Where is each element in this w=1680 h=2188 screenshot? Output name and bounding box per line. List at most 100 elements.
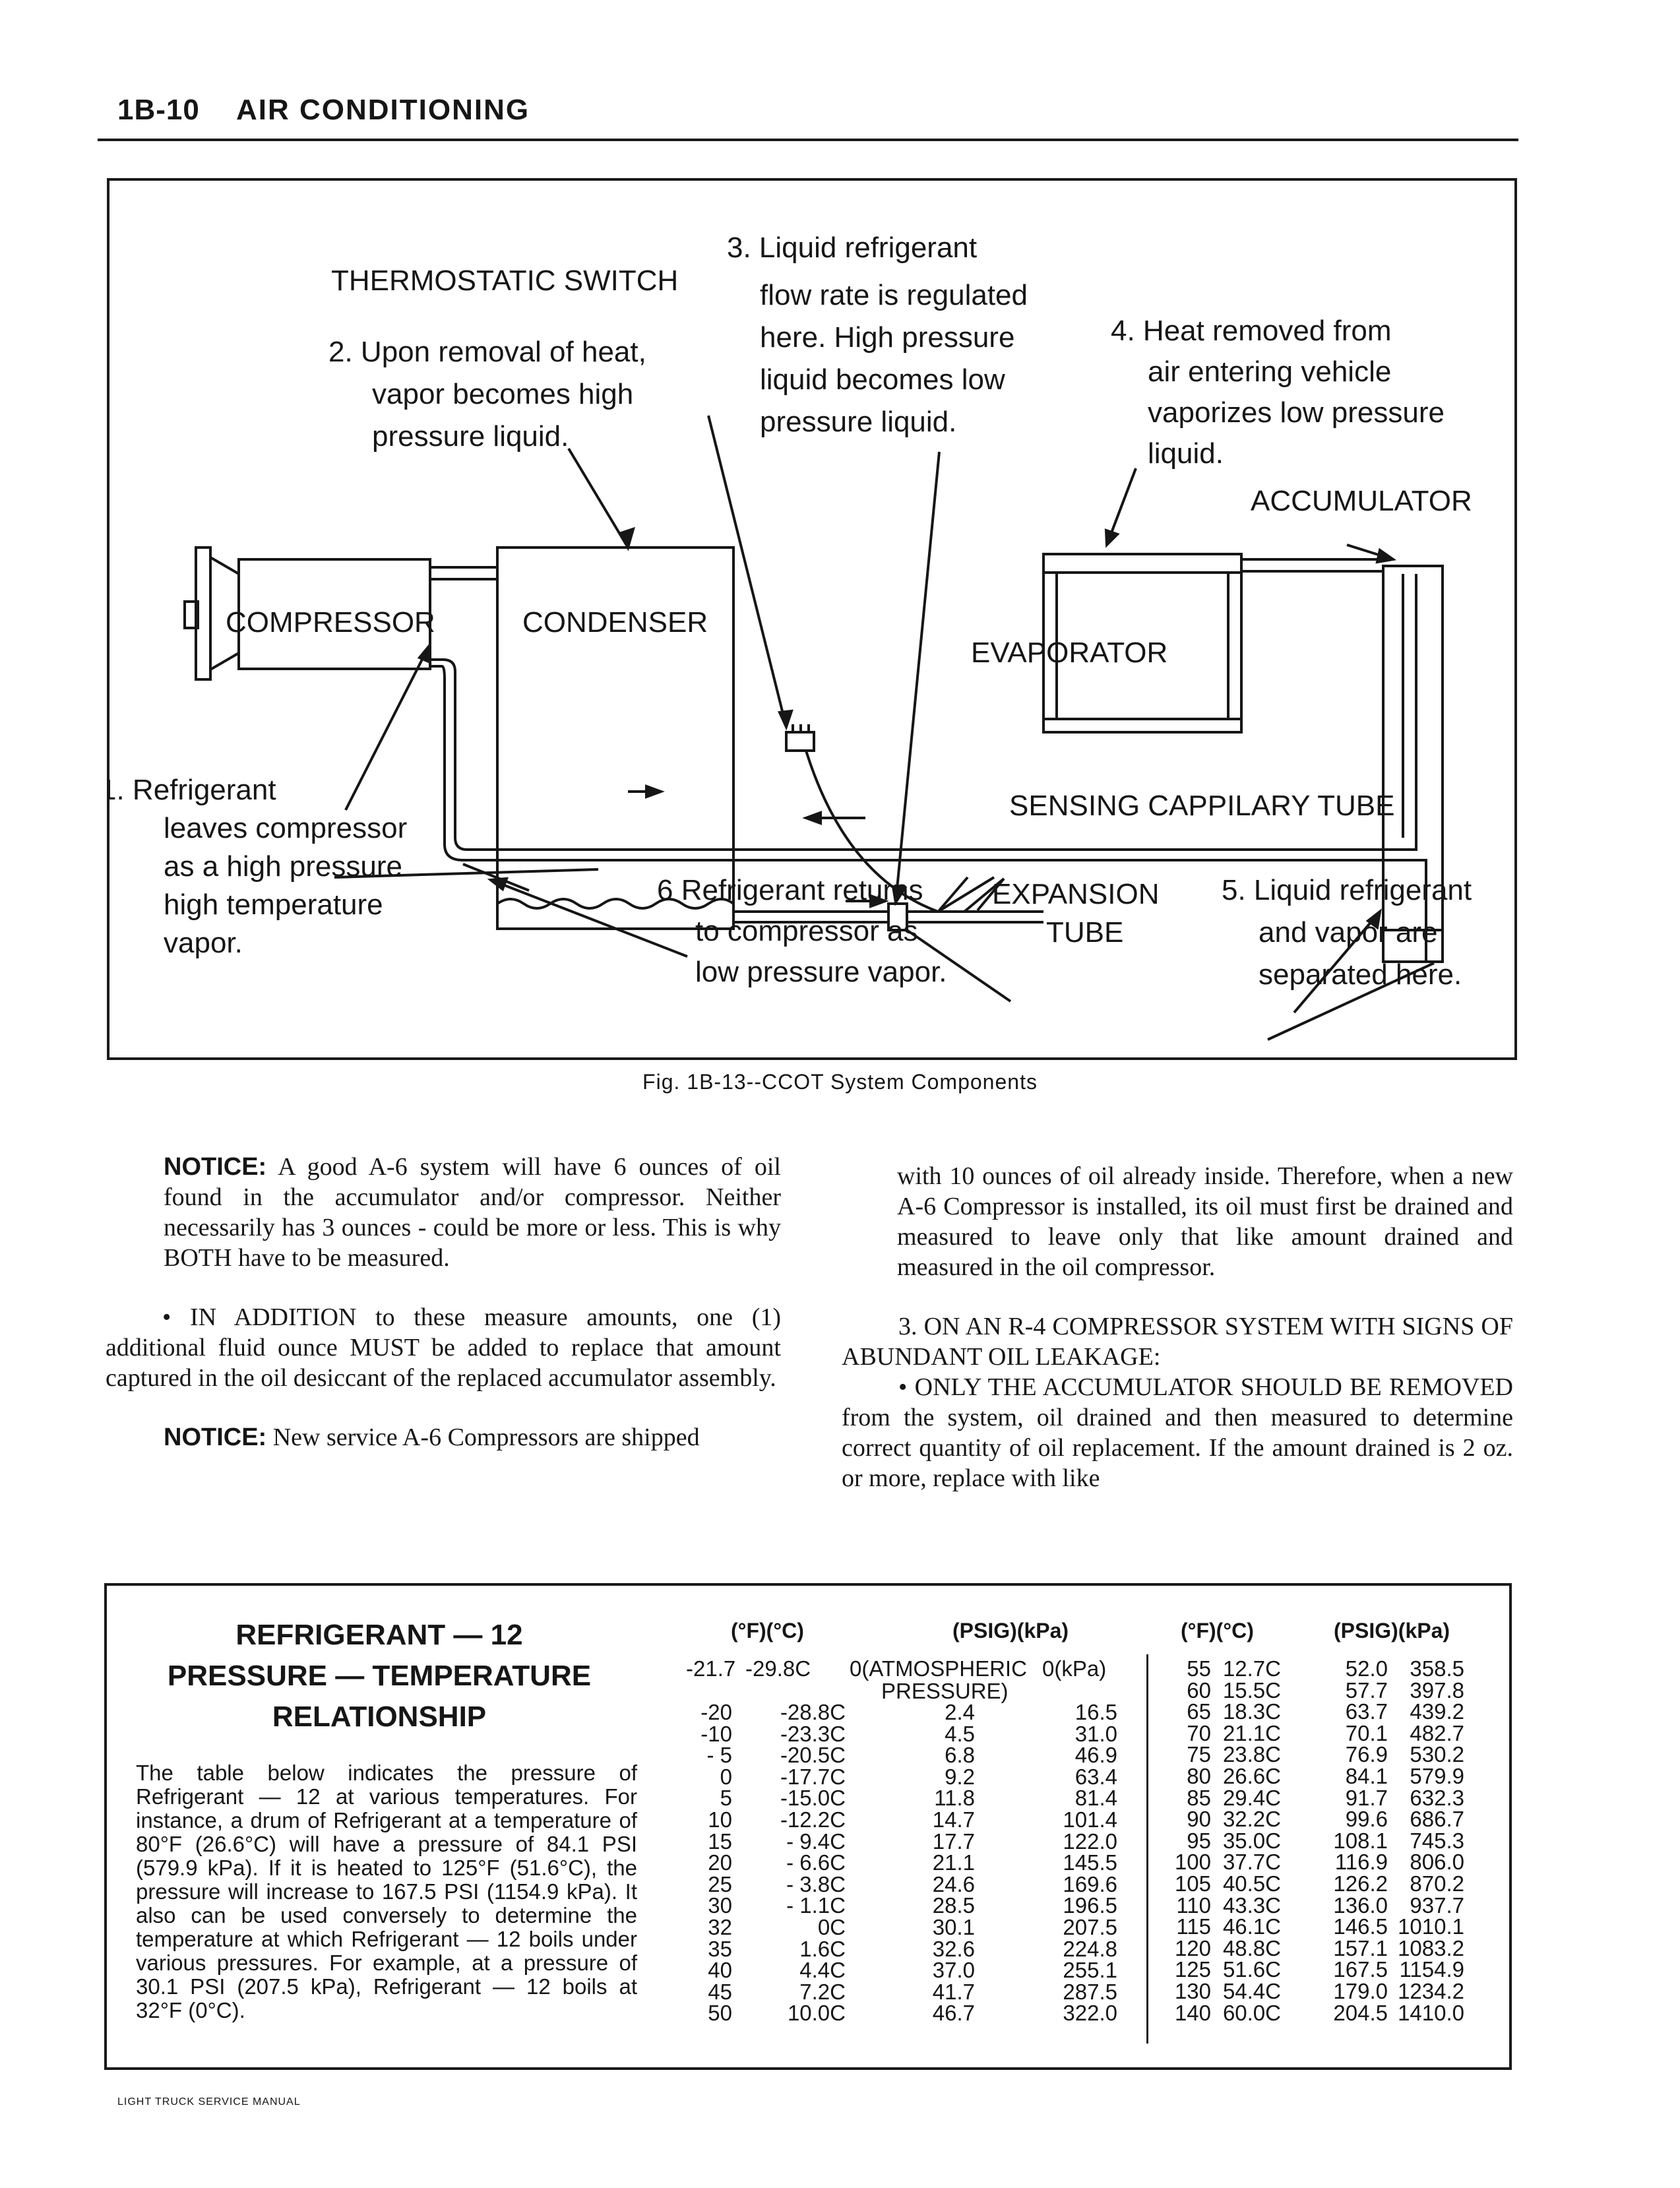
first-row-kpa: 0(kPa) <box>1042 1656 1107 1681</box>
label-step5-line2: and vapor are <box>1259 916 1438 949</box>
table-cell-f: 40 <box>708 1958 732 1983</box>
table-cell-c: -17.7C <box>780 1764 846 1789</box>
left-column: NOTICE: A good A-6 system will have 6 ou… <box>106 1152 781 1482</box>
table-cell-kpa: 870.2 <box>1410 1871 1464 1896</box>
table-cell-c: 29.4C <box>1222 1785 1281 1810</box>
table-cell-kpa: 287.5 <box>1063 1979 1117 2004</box>
table-cell-f: 10 <box>708 1807 732 1832</box>
table-cell-psig: 46.7 <box>932 2001 975 2026</box>
table-cell-f: 50 <box>708 2001 732 2026</box>
label-evaporator: EVAPORATOR <box>971 637 1167 669</box>
first-row-psig: 0(ATMOSPHERIC <box>850 1656 1027 1681</box>
liquid-line <box>733 910 888 923</box>
table-cell-f: 85 <box>1187 1785 1211 1810</box>
label-accumulator: ACCUMULATOR <box>1251 485 1472 517</box>
table-cell-f: 125 <box>1174 1957 1211 1982</box>
table-cell-f: 80 <box>1187 1763 1211 1788</box>
figure-frame <box>107 178 1517 1060</box>
table-cell-f: 55 <box>1187 1656 1211 1681</box>
table-cell-f: 45 <box>708 1979 732 2004</box>
oil-paragraph: with 10 ounces of oil already inside. Th… <box>897 1162 1513 1281</box>
table-cell-f: 70 <box>1187 1720 1211 1745</box>
capillary-tube <box>805 750 939 913</box>
page-number: 1B-10 <box>117 94 200 126</box>
addition-paragraph: • IN ADDITION to these measure amounts, … <box>106 1303 781 1392</box>
table-cell-f: -10 <box>700 1721 732 1746</box>
table-cell-psig: 24.6 <box>932 1871 975 1896</box>
r4-heading: 3. ON AN R-4 COMPRESSOR SYSTEM WITH SIGN… <box>842 1313 1513 1371</box>
table-cell-c: 23.8C <box>1222 1742 1281 1767</box>
table-cell-c: - 1.1C <box>786 1893 846 1918</box>
table-cell-c: 40.5C <box>1222 1871 1281 1896</box>
ccot-diagram: THERMOSTATIC SWITCH 3. Liquid refrigeran… <box>107 232 1472 1041</box>
table-cell-kpa: 482.7 <box>1410 1720 1464 1745</box>
accumulator-paragraph: • ONLY THE ACCUMULATOR SHOULD BE REMOVED… <box>842 1373 1513 1492</box>
table-cell-kpa: 145.5 <box>1063 1850 1117 1875</box>
table-cell-f: 140 <box>1174 2000 1211 2025</box>
label-step2-line1: 2. Upon removal of heat, <box>328 336 646 368</box>
header-pressure-left: (PSIG)(kPa) <box>952 1619 1069 1642</box>
table-cell-kpa: 169.6 <box>1063 1871 1117 1896</box>
table-cell-c: - 3.8C <box>786 1871 846 1896</box>
header-pressure-right: (PSIG)(kPa) <box>1334 1619 1450 1642</box>
table-cell-f: 95 <box>1187 1828 1211 1853</box>
label-step6-line1: 6 Refrigerant returns <box>657 874 923 906</box>
expansion-tube <box>887 902 908 931</box>
table-cell-psig: 41.7 <box>932 1979 975 2004</box>
table-cell-kpa: 224.8 <box>1063 1936 1117 1961</box>
table-cell-psig: 17.7 <box>932 1829 975 1854</box>
table-cell-psig: 146.5 <box>1333 1914 1388 1939</box>
discharge-line <box>430 566 497 580</box>
label-step3-line2: flow rate is regulated <box>760 279 1028 311</box>
table-cell-kpa: 530.2 <box>1410 1742 1464 1767</box>
table-cell-c: 48.8C <box>1222 1935 1281 1960</box>
label-tube: TUBE <box>1046 916 1123 949</box>
table-cell-f: 15 <box>708 1829 732 1854</box>
notice-paragraph-2: NOTICE: New service A-6 Compressors are … <box>164 1423 700 1451</box>
table-cell-psig: 76.9 <box>1345 1742 1388 1767</box>
table-cell-f: 5 <box>720 1786 732 1811</box>
table-cell-f: 30 <box>708 1893 732 1918</box>
label-step4-line2: air entering vehicle <box>1148 356 1391 388</box>
first-row-f: -21.7 <box>686 1656 736 1681</box>
table-cell-kpa: 1154.9 <box>1399 1957 1464 1982</box>
table-cell-f: 60 <box>1187 1677 1211 1703</box>
thermostatic-switch-body <box>785 731 815 752</box>
table-cell-kpa: 1410.0 <box>1398 2000 1464 2025</box>
table-cell-psig: 37.0 <box>932 1958 975 1983</box>
table-cell-c: 1.6C <box>799 1936 846 1961</box>
table-cell-kpa: 1010.1 <box>1398 1914 1464 1939</box>
table-cell-c: 15.5C <box>1222 1677 1281 1703</box>
label-step6-line2: to compressor as <box>695 915 918 947</box>
table-cell-psig: 70.1 <box>1345 1720 1388 1745</box>
label-step2-line3: pressure liquid. <box>372 420 569 453</box>
table-cell-kpa: 101.4 <box>1063 1807 1117 1832</box>
table-cell-c: 10.0C <box>787 2001 846 2026</box>
label-step6-line3: low pressure vapor. <box>695 956 947 988</box>
table-cell-psig: 126.2 <box>1333 1871 1388 1896</box>
table-cell-c: -20.5C <box>780 1743 846 1768</box>
table-cell-c: -15.0C <box>780 1786 846 1811</box>
table-cell-c: 32.2C <box>1222 1807 1281 1832</box>
section-title: AIR CONDITIONING <box>236 94 530 126</box>
table-cell-c: -23.3C <box>780 1721 846 1746</box>
table-cell-kpa: 322.0 <box>1063 2001 1117 2026</box>
first-row-psig-2: PRESSURE) <box>881 1679 1009 1703</box>
label-step3-line4: liquid becomes low <box>760 363 1005 396</box>
table-cell-psig: 14.7 <box>932 1807 975 1832</box>
table-cell-f: 115 <box>1176 1914 1211 1939</box>
figure-caption: Fig. 1B-13--CCOT System Components <box>642 1070 1038 1094</box>
label-compressor: COMPRESSOR <box>226 606 435 639</box>
table-cell-kpa: 81.4 <box>1074 1786 1117 1811</box>
table-cell-c: -28.8C <box>780 1700 846 1724</box>
table-cell-psig: 179.0 <box>1333 1978 1388 2003</box>
label-expansion: EXPANSION <box>992 878 1159 910</box>
table-cell-psig: 4.5 <box>945 1721 975 1746</box>
table-cell-psig: 167.5 <box>1333 1957 1388 1982</box>
table-cell-psig: 63.7 <box>1345 1699 1388 1724</box>
table-cell-kpa: 46.9 <box>1074 1743 1117 1768</box>
